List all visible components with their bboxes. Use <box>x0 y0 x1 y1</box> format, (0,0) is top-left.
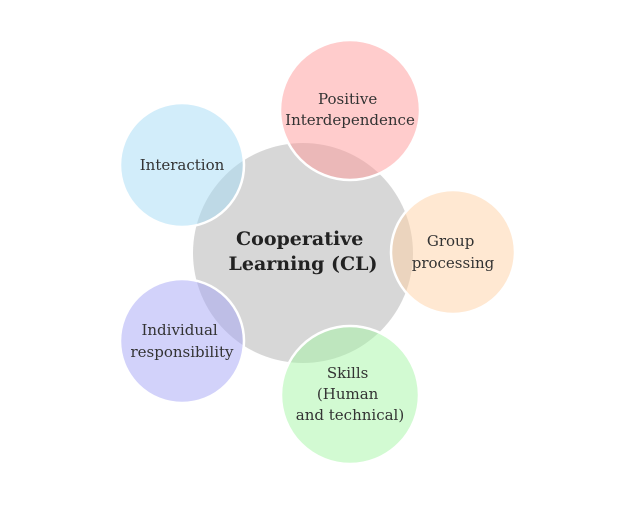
node-circle <box>278 38 422 182</box>
center-circle <box>193 143 413 363</box>
node-label-line: Skills <box>327 364 368 382</box>
node-group-processing: Group processing <box>389 188 517 316</box>
node-label-line: and technical) <box>296 406 404 424</box>
node-label-line: Individual <box>141 321 217 339</box>
node-label: Skills (Human and technical) <box>296 364 404 424</box>
center-label-line: Cooperative <box>236 228 363 250</box>
node-positive-interdependence: Positive Interdependence <box>278 38 422 182</box>
center-label-line: Learning (CL) <box>229 253 378 275</box>
node-circle <box>118 101 246 229</box>
node-interaction: Interaction <box>118 101 246 229</box>
node-label-line: responsibility <box>130 343 234 361</box>
node-label-line: (Human <box>317 385 379 403</box>
node-label: Positive Interdependence <box>285 90 415 129</box>
node-label-line: Interaction <box>140 156 225 174</box>
node-circle <box>279 324 421 466</box>
node-label-line: Interdependence <box>285 111 415 129</box>
node-label: Group processing <box>412 232 495 272</box>
node-individual-responsibility: Individual responsibility <box>118 277 246 405</box>
node-label: Individual responsibility <box>130 321 234 361</box>
center-label: Cooperative Learning (CL) <box>229 228 378 275</box>
node-label-line: Positive <box>318 90 377 108</box>
node-label: Interaction <box>140 156 225 174</box>
node-label-line: processing <box>412 254 495 272</box>
node-skills: Skills (Human and technical) <box>279 324 421 466</box>
center-node: Cooperative Learning (CL) <box>193 143 413 363</box>
node-circle <box>118 277 246 405</box>
node-label-line: Group <box>427 232 474 250</box>
node-circle <box>389 188 517 316</box>
